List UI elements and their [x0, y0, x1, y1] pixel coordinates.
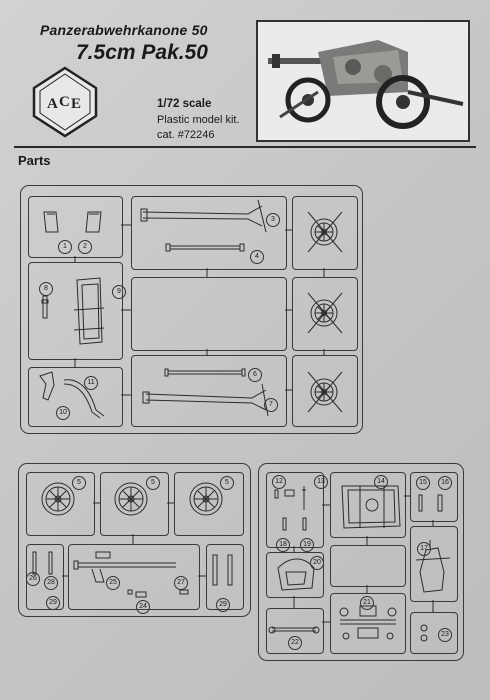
cell-wheel-middle: [292, 277, 358, 351]
part-number-callout: 5: [72, 476, 86, 490]
cell-wheel-bottom: [292, 355, 358, 427]
part-number-callout: 8: [39, 282, 53, 296]
cell-wheel-5b: [100, 472, 169, 536]
part-number-callout: 18: [276, 538, 290, 552]
part-number-callout: 7: [264, 398, 278, 412]
cell-part-21: [330, 593, 406, 654]
part-number-callout: 16: [438, 476, 452, 490]
part-number-callout: 26: [26, 572, 40, 586]
cell-part-22: [266, 608, 324, 654]
part-number-callout: 17: [417, 542, 431, 556]
kit-title-designation: 7.5cm Pak.50: [76, 41, 208, 64]
cell-wheel-5c: [174, 472, 244, 536]
cell-empty-right: [330, 545, 406, 587]
cell-parts-3-4: [131, 196, 287, 270]
part-number-callout: 20: [310, 556, 324, 570]
part-number-callout: 6: [248, 368, 262, 382]
part-number-callout: 19: [300, 538, 314, 552]
part-number-callout: 14: [374, 475, 388, 489]
cell-parts-6-7: [131, 355, 287, 427]
svg-text:C: C: [59, 94, 70, 110]
part-number-callout: 4: [250, 250, 264, 264]
part-number-callout: 28: [44, 576, 58, 590]
section-title: Parts: [18, 153, 51, 168]
part-number-callout: 3: [266, 213, 280, 227]
cell-part-14: [330, 472, 406, 538]
part-number-callout: 13: [314, 475, 328, 489]
cell-wheel-5a: [26, 472, 95, 536]
ace-logo: A C E: [30, 66, 100, 143]
part-number-callout: 2: [78, 240, 92, 254]
sprue-details: [258, 463, 464, 661]
box-photo-image: [256, 20, 470, 142]
part-number-callout: 11: [84, 376, 98, 390]
cell-empty-middle: [131, 277, 287, 351]
part-number-callout: 23: [438, 628, 452, 642]
part-number-callout: 5: [146, 476, 160, 490]
cell-parts-15-16: [410, 472, 458, 522]
cell-parts-24-27: [68, 544, 200, 610]
sprue-main: [20, 185, 363, 434]
part-number-callout: 10: [56, 406, 70, 420]
part-number-callout: 15: [416, 476, 430, 490]
header-divider: [14, 146, 476, 148]
kit-title-german: Panzerabwehrkanone 50: [40, 22, 208, 38]
part-number-callout: 1: [58, 240, 72, 254]
catalog-number: cat. #72246: [157, 129, 215, 141]
cell-part-23: [410, 612, 458, 654]
cell-wheel-top: [292, 196, 358, 270]
part-number-callout: 29: [216, 598, 230, 612]
kit-type: Plastic model kit.: [157, 114, 240, 126]
part-number-callout: 29: [46, 596, 60, 610]
cell-part-20: [266, 552, 324, 598]
svg-text:E: E: [71, 96, 81, 112]
part-number-callout: 12: [272, 475, 286, 489]
part-number-callout: 9: [112, 285, 126, 299]
part-number-callout: 21: [360, 596, 374, 610]
part-number-callout: 25: [106, 576, 120, 590]
part-number-callout: 22: [288, 636, 302, 650]
cell-parts-10-11: [28, 367, 123, 427]
kit-scale: 1/72 scale: [157, 98, 212, 110]
part-number-callout: 27: [174, 576, 188, 590]
cell-parts-12-13: [266, 472, 324, 548]
svg-text:A: A: [47, 96, 58, 112]
sprue-wheels: [18, 463, 251, 617]
part-number-callout: 24: [136, 600, 150, 614]
part-number-callout: 5: [220, 476, 234, 490]
cell-part-17: [410, 526, 458, 602]
